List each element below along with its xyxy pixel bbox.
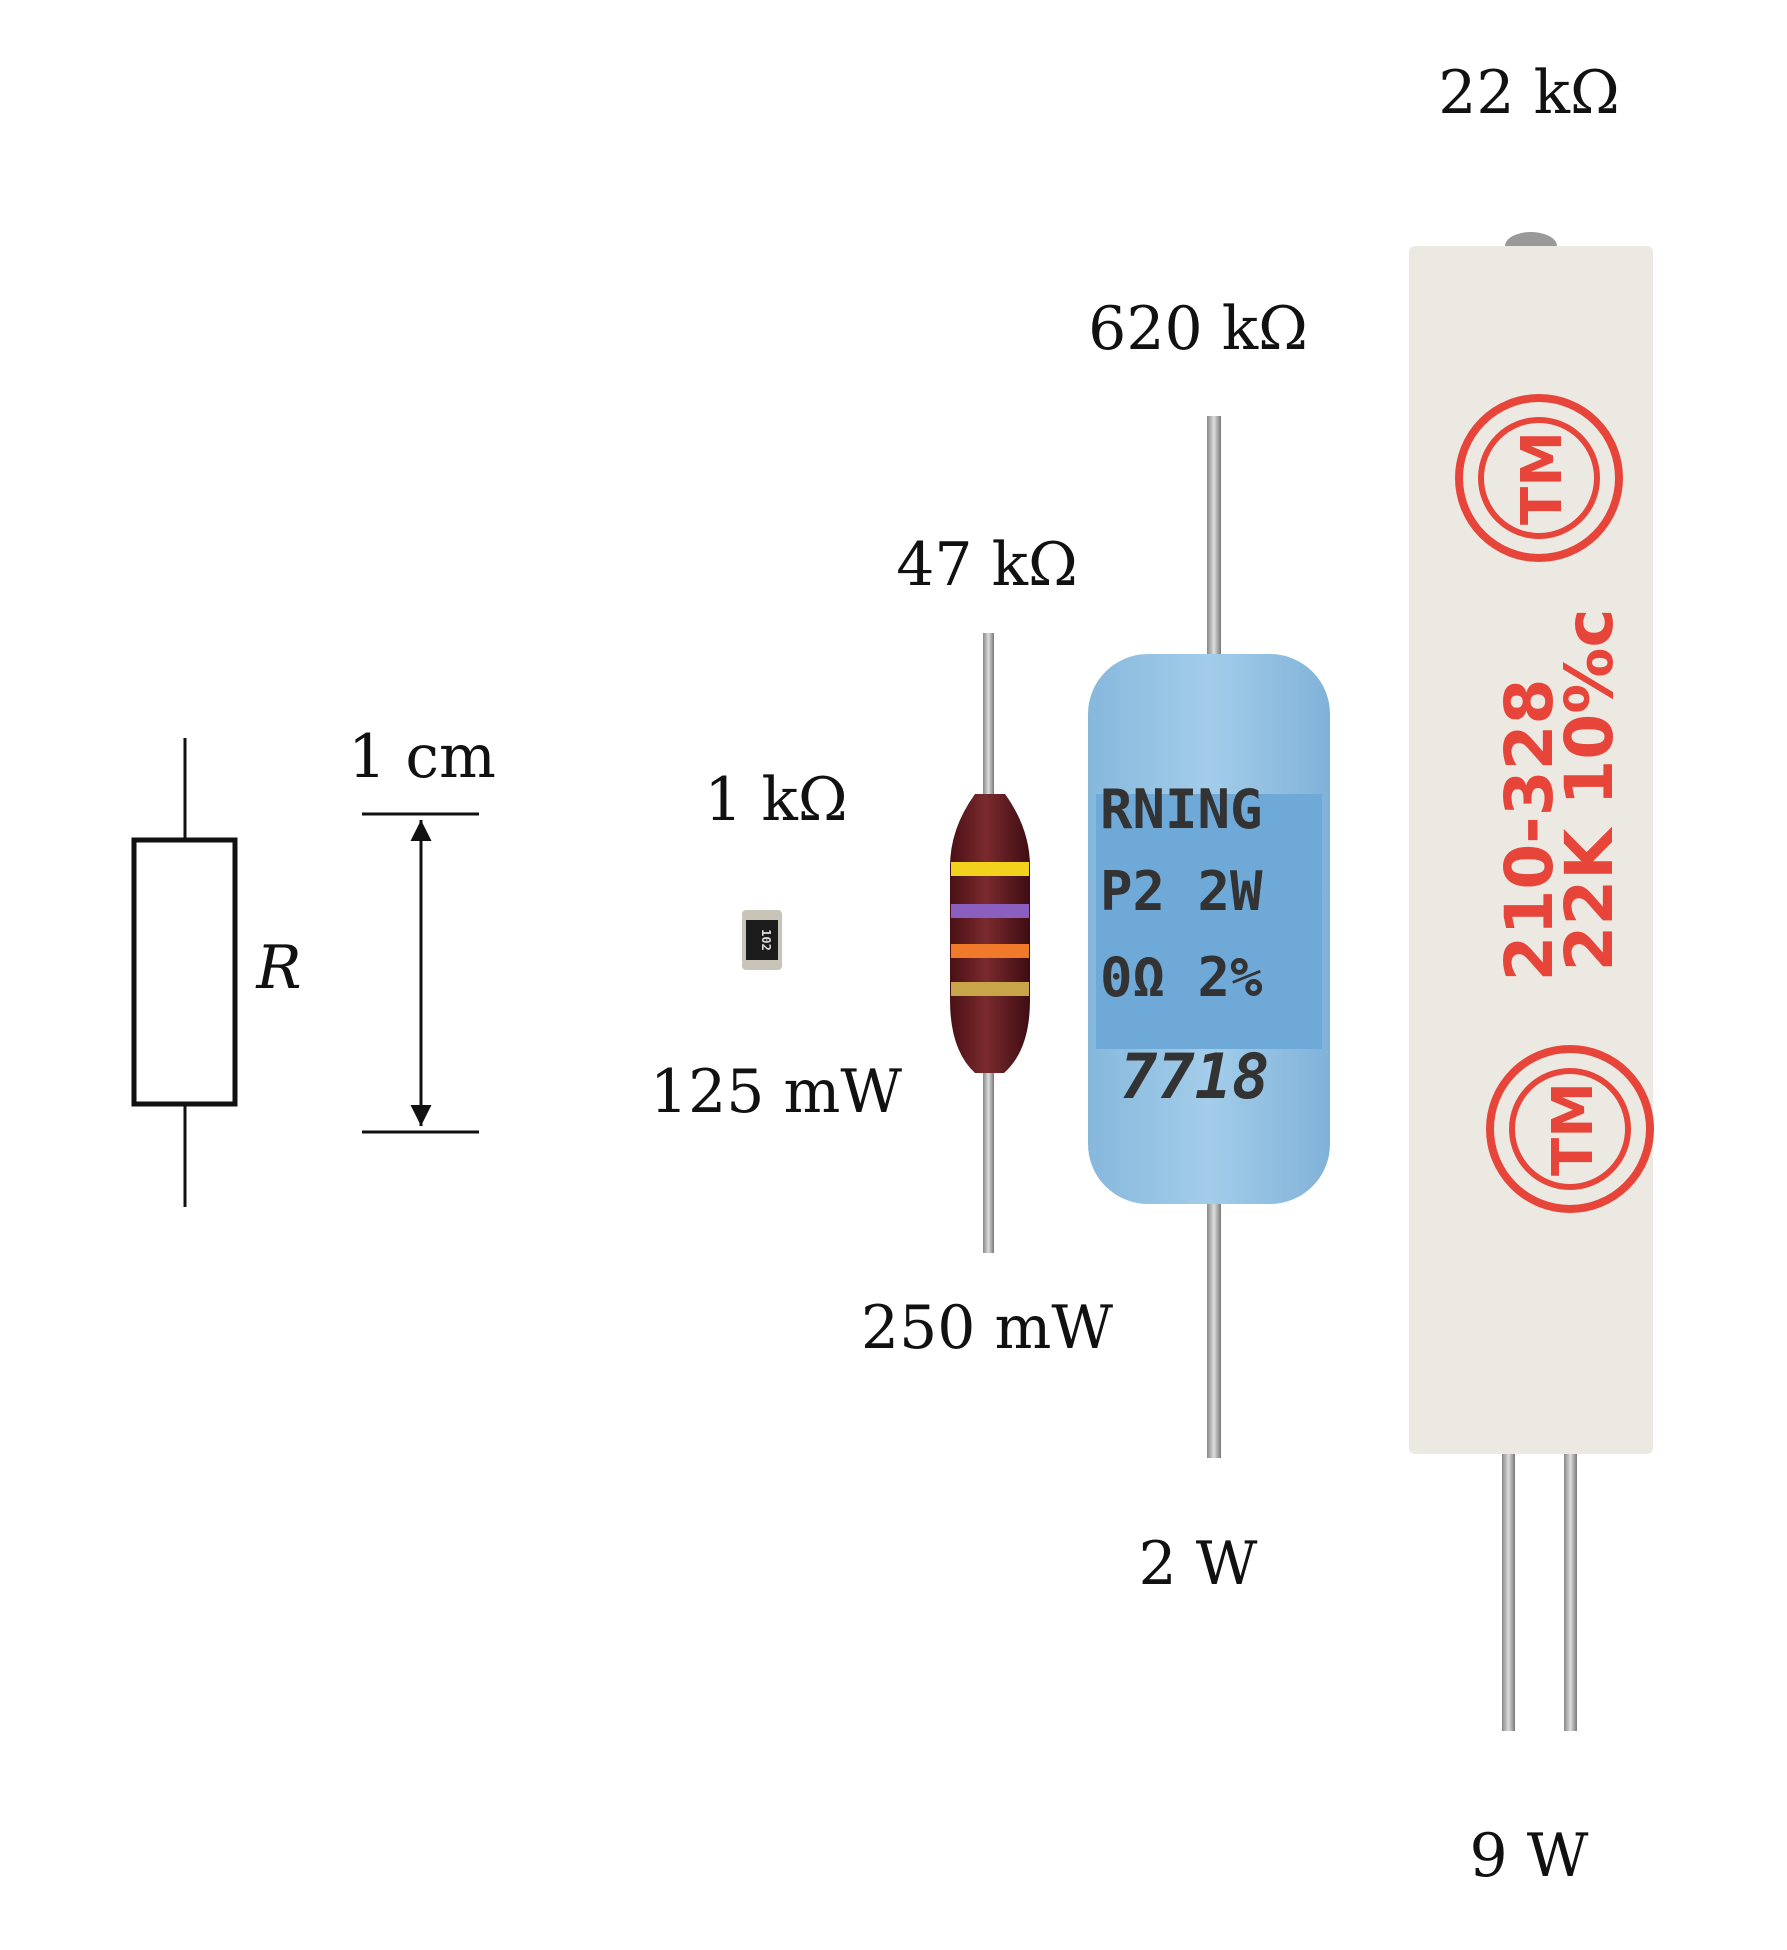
marking-line: RNING — [1100, 778, 1263, 841]
axial-resistor-620k: 620 kΩ RNING P2 2W 0Ω 2% 7718 2 W — [1088, 294, 1330, 1599]
logo-text: TM — [1541, 1082, 1606, 1176]
marking-line: P2 2W — [1100, 860, 1263, 923]
symbol-label: R — [255, 933, 301, 1003]
power-label-2w: 2 W — [1139, 1529, 1258, 1599]
color-band — [951, 944, 1029, 958]
marking-line: 7718 — [1120, 1040, 1269, 1113]
axial-resistor-47k: 47 kΩ 250 mW — [861, 530, 1113, 1363]
color-band — [951, 982, 1029, 996]
scale-label: 1 cm — [348, 722, 496, 792]
power-label-125mw: 125 mW — [650, 1057, 902, 1127]
color-band — [951, 904, 1029, 918]
marking-line: 22K 10%c — [1551, 608, 1628, 971]
marking-line: 210-328 — [1491, 679, 1568, 982]
power-label-250mw: 250 mW — [861, 1293, 1113, 1363]
resistance-label-22k: 22 kΩ — [1438, 58, 1620, 128]
smd-resistor-1k: 1 kΩ 102 125 mW — [650, 765, 902, 1127]
resistance-label-47k: 47 kΩ — [896, 530, 1078, 600]
wirewound-resistor-22k: 22 kΩ TM TM 210-328 22K 10%c 9 W — [1409, 58, 1654, 1891]
logo-stamp: TM — [1486, 1045, 1654, 1213]
resistance-label-620k: 620 kΩ — [1088, 294, 1308, 364]
logo-stamp: TM — [1455, 394, 1623, 562]
logo-text: TM — [1510, 431, 1575, 525]
marking-line: 0Ω 2% — [1100, 946, 1263, 1009]
resistor-symbol: R — [131, 738, 302, 1207]
resistance-label-1k: 1 kΩ — [704, 765, 847, 835]
scale-bar: 1 cm — [348, 722, 496, 1134]
smd-marking: 102 — [759, 929, 773, 951]
power-label-9w: 9 W — [1470, 1821, 1589, 1891]
color-band — [951, 862, 1029, 876]
